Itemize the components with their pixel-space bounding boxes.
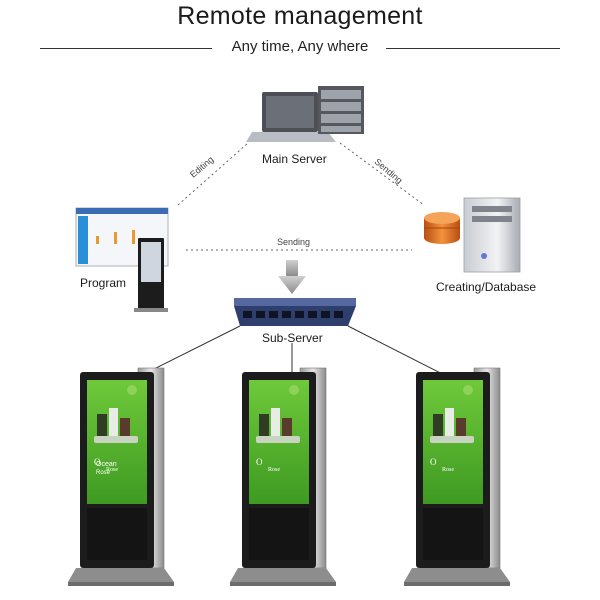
edge-editing-line [177, 142, 249, 206]
main-server-label: Main Server [262, 152, 327, 166]
kiosk-brand-line1: Ocean [96, 461, 117, 468]
kiosk-brand-line2: Rose [96, 470, 111, 476]
kiosk-center [229, 367, 337, 587]
kiosk-left [67, 367, 175, 587]
sub-server-label: Sub-Server [262, 331, 323, 345]
sub-server-switch-icon [234, 298, 356, 326]
program-label: Program [80, 276, 127, 290]
database-label: Creating/Database [436, 280, 537, 294]
main-server-icon [246, 86, 364, 142]
database-icon [424, 197, 521, 273]
edge-sending-center-label: Sending [277, 237, 311, 247]
kiosk-right [403, 367, 511, 587]
subtitle-rule-right [386, 48, 560, 49]
page-subtitle: Any time, Any where [231, 38, 369, 55]
program-icon [75, 207, 169, 312]
page-title: Remote management [177, 2, 423, 30]
edge-sending-right-line [339, 142, 425, 206]
subtitle-rule-left [40, 48, 212, 49]
down-arrow-icon [278, 260, 306, 294]
